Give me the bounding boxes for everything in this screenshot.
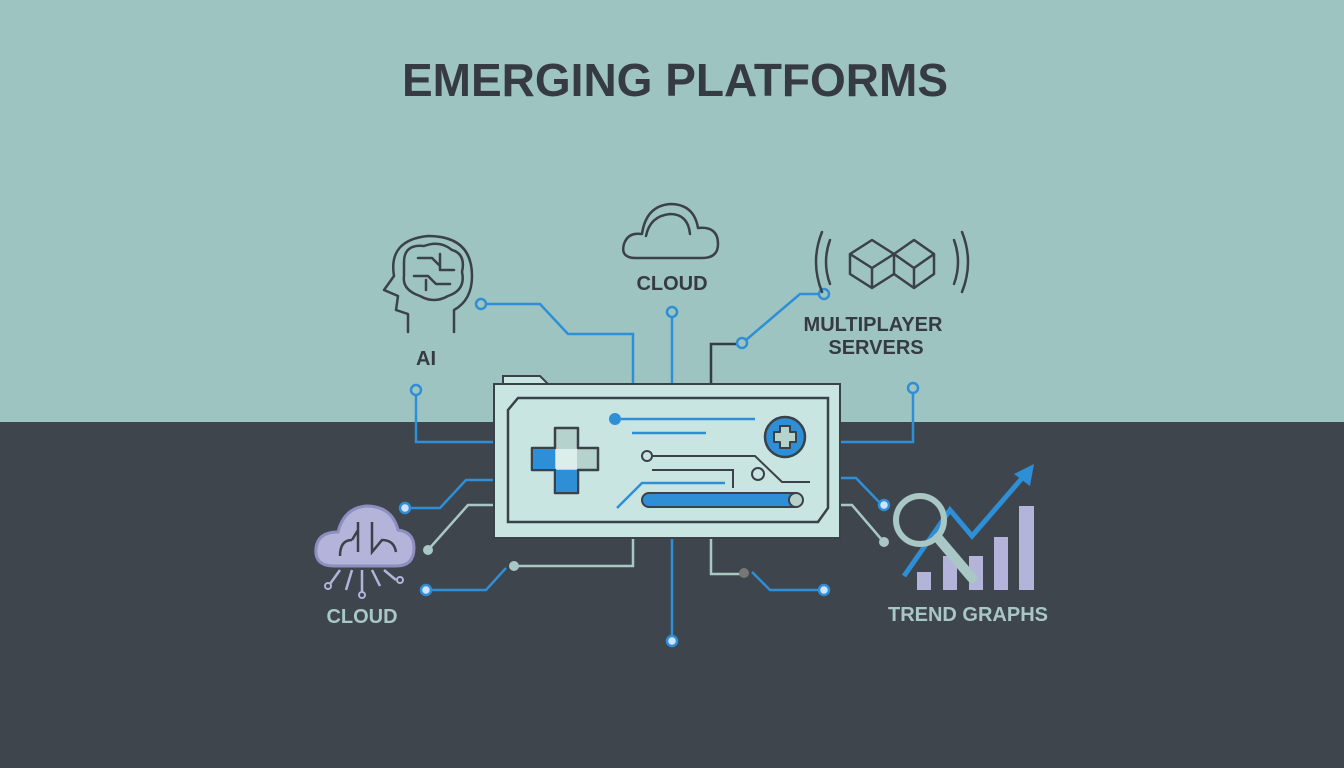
cloud-bottom-label: CLOUD [326, 606, 397, 628]
page-title: EMERGING PLATFORMS [402, 54, 948, 106]
connector-wires [398, 287, 920, 648]
cloud-icon [622, 202, 720, 260]
trend-graphs-label: TREND GRAPHS [888, 604, 1048, 626]
magnifier-icon [893, 493, 977, 583]
ai-label: AI [416, 348, 436, 370]
progress-slider [641, 492, 804, 508]
game-console-panel [493, 375, 841, 539]
multiplayer-cubes-icon [814, 230, 970, 294]
multiplayer-label-line1: MULTIPLAYER [804, 314, 943, 336]
action-button-icon [763, 415, 807, 459]
multiplayer-label-line2: SERVERS [828, 337, 923, 359]
dpad-icon [530, 426, 600, 495]
cloud-network-icon [314, 504, 416, 599]
cloud-top-label: CLOUD [636, 273, 707, 295]
ai-brain-head-icon [382, 234, 474, 334]
